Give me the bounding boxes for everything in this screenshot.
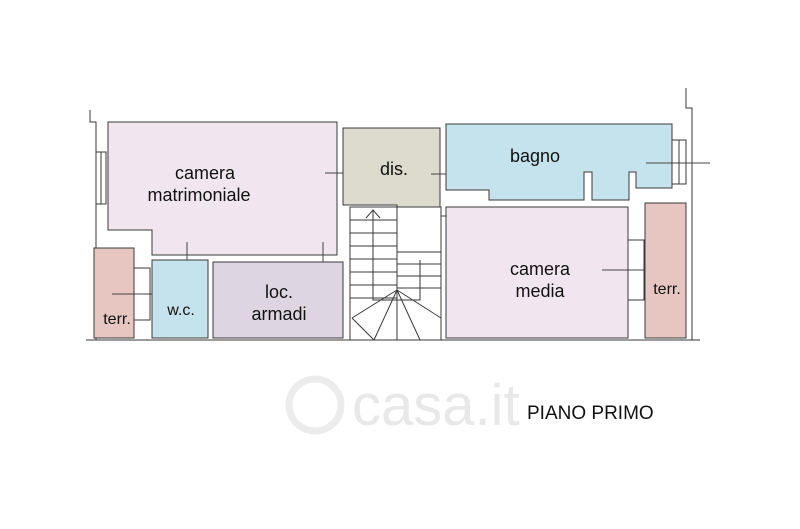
room-terr-left [93,247,135,339]
room-label-wc: w.c. [166,302,195,319]
room-bagno [445,123,673,201]
stair-winders [351,289,442,341]
watermark: casa.it [285,373,520,438]
left-window-lower [133,267,151,321]
room-loc-armadi [212,261,344,339]
room-label-camera-media-line2: media [515,281,565,301]
room-label-dis: dis. [380,159,408,179]
watermark-text: casa.it [352,373,520,438]
left-outer-wall [89,110,97,340]
right-outer-wall [685,88,693,340]
room-label-camera-matrimoniale-line2: matrimoniale [147,185,250,205]
room-label-bagno: bagno [510,146,560,166]
room-terr-right [644,202,687,339]
room-label-loc-armadi-line2: armadi [251,304,306,324]
floor-caption: PIANO PRIMO [527,403,654,424]
room-camera-matrimoniale [107,121,338,256]
room-wc [151,259,209,339]
watermark-logo-icon [285,375,345,435]
stair-well [349,206,442,341]
room-camera-media [445,206,629,339]
stair-treads-right [397,251,441,289]
room-label-camera-media-line1: camera [510,259,571,279]
stair-direction-path [372,250,421,301]
room-label-terr-left: terr. [103,311,131,328]
staircase [349,206,442,341]
room-label-loc-armadi-line1: loc. [265,282,293,302]
right-window-lower [627,239,645,301]
room-label-camera-matrimoniale-line1: camera [175,163,236,183]
room-label-terr-right: terr. [653,281,681,298]
